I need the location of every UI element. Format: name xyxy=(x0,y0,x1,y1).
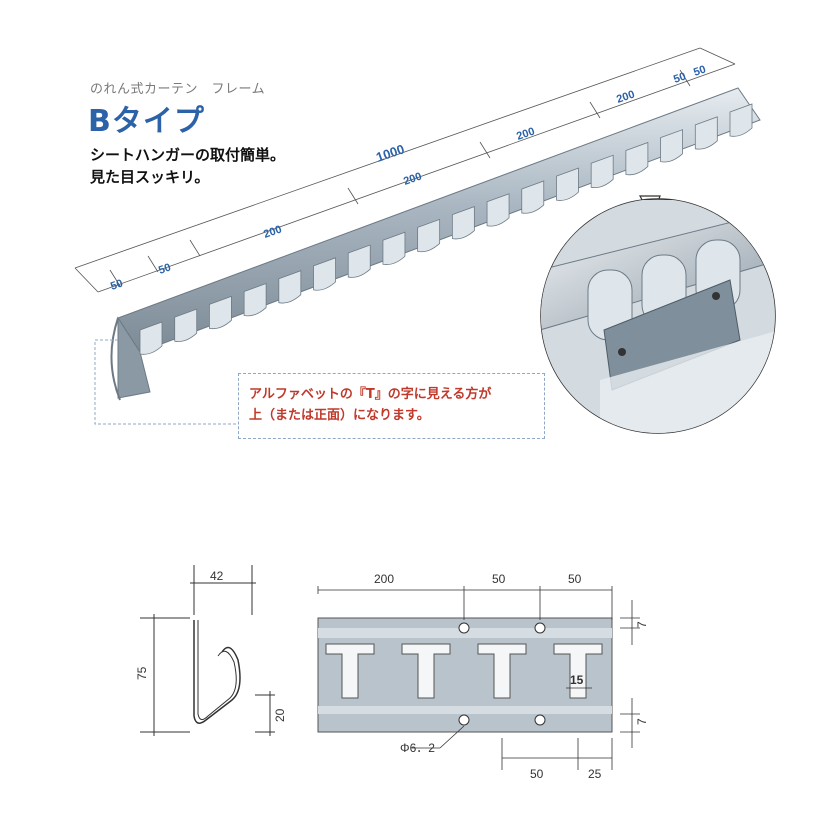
dim-50-c: 50 xyxy=(672,71,687,86)
rail-tab xyxy=(139,321,163,355)
rail-tab xyxy=(278,270,302,304)
note-line-1: アルファベットの『T』の字に見える方が xyxy=(249,387,492,402)
rail-tab xyxy=(625,141,649,176)
dim-bottom-25: 25 xyxy=(588,767,602,781)
rail-tab xyxy=(521,180,545,214)
profile-drawing xyxy=(140,565,275,736)
dim-50-d: 50 xyxy=(692,64,707,79)
rail-tab xyxy=(660,129,683,163)
rail-tab xyxy=(243,282,267,317)
dim-pitch-50-a: 50 xyxy=(492,572,506,586)
dim-edge-top: 7 xyxy=(635,621,649,628)
dim-200-b: 200 xyxy=(402,171,423,188)
rail-tab xyxy=(590,154,614,189)
t-slot xyxy=(477,643,527,699)
dim-profile-lower: 20 xyxy=(273,708,287,722)
rail-tab xyxy=(451,206,475,240)
front-drawing xyxy=(317,617,613,733)
rail-tab xyxy=(209,295,232,330)
rail-tab xyxy=(417,218,441,253)
dim-profile-width: 42 xyxy=(210,569,224,583)
dim-pitch-200: 200 xyxy=(374,572,394,586)
dim-1000: 1000 xyxy=(374,141,406,165)
dim-50-b: 50 xyxy=(157,262,172,277)
note-line-2: 上（または正面）になります。 xyxy=(249,408,430,423)
dim-200-c: 200 xyxy=(515,126,536,143)
dim-profile-height: 75 xyxy=(135,666,149,680)
zoom-detail xyxy=(540,195,776,434)
subtitle: のれん式カーテン フレーム xyxy=(90,82,266,97)
rail-tab xyxy=(313,257,336,291)
t-slot xyxy=(325,643,375,699)
rail-tab xyxy=(486,193,510,227)
description-line-2: 見た目スッキリ。 xyxy=(90,168,210,186)
rail-tab xyxy=(174,308,198,342)
dim-200-d: 200 xyxy=(615,89,636,106)
rail-tab xyxy=(382,231,406,265)
rail-tab xyxy=(556,167,579,201)
dim-50-a: 50 xyxy=(109,278,124,293)
front-dimension-lines xyxy=(317,586,640,770)
dim-edge-bottom: 7 xyxy=(635,718,649,725)
orientation-note: アルファベットの『T』の字に見える方が 上（または正面）になります。 xyxy=(238,373,545,439)
t-slot xyxy=(553,643,603,699)
note-leader-line xyxy=(94,339,238,425)
dim-bottom-50: 50 xyxy=(530,767,544,781)
dim-200-a: 200 xyxy=(262,224,283,241)
dim-slot-width: 15 xyxy=(570,673,584,687)
t-slot xyxy=(401,643,451,699)
rail-tab xyxy=(694,116,718,150)
rail-tab xyxy=(347,244,371,278)
description: シートハンガーの取付簡単。 見た目スッキリ。 xyxy=(90,144,285,188)
dim-pitch-50-b: 50 xyxy=(568,572,582,586)
photo-dimension-lines xyxy=(74,47,736,293)
dim-hole-diameter: Φ6．2 xyxy=(400,741,435,755)
rail-photo xyxy=(110,87,761,401)
rail-tab xyxy=(729,103,753,137)
page-title: Bタイプ xyxy=(88,104,205,139)
description-line-1: シートハンガーの取付簡単。 xyxy=(90,146,286,164)
